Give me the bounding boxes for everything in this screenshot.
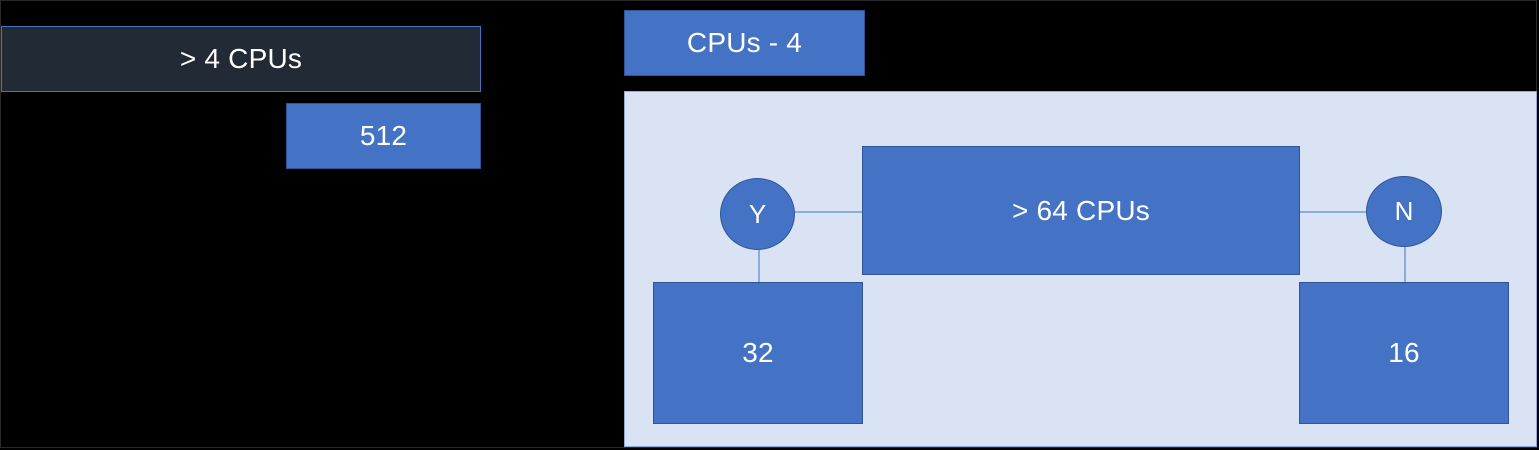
decision-condition-label: > 64 CPUs [1012, 194, 1150, 226]
yes-label: Y [748, 198, 767, 229]
value-label: 512 [359, 120, 408, 151]
connector-yes-horizontal [794, 211, 862, 213]
connector-no-horizontal [1300, 211, 1367, 213]
header-label: CPUs - 4 [686, 27, 803, 58]
connector-no-vertical [1404, 247, 1406, 283]
condition-box-64-cpus: > 64 CPUs [862, 146, 1300, 275]
yes-node: Y [720, 178, 795, 250]
condition-label: > 4 CPUs [179, 43, 303, 74]
no-result-box: 16 [1299, 282, 1509, 424]
value-box-512: 512 [286, 103, 481, 169]
no-result-label: 16 [1388, 337, 1420, 368]
connector-yes-vertical [758, 250, 760, 283]
no-label: N [1394, 196, 1414, 226]
yes-result-label: 32 [742, 337, 774, 368]
yes-result-box: 32 [653, 282, 863, 424]
header-box-cpus-minus-4: CPUs - 4 [624, 10, 865, 76]
no-node: N [1366, 176, 1442, 247]
condition-box-4-cpus: > 4 CPUs [1, 26, 481, 92]
